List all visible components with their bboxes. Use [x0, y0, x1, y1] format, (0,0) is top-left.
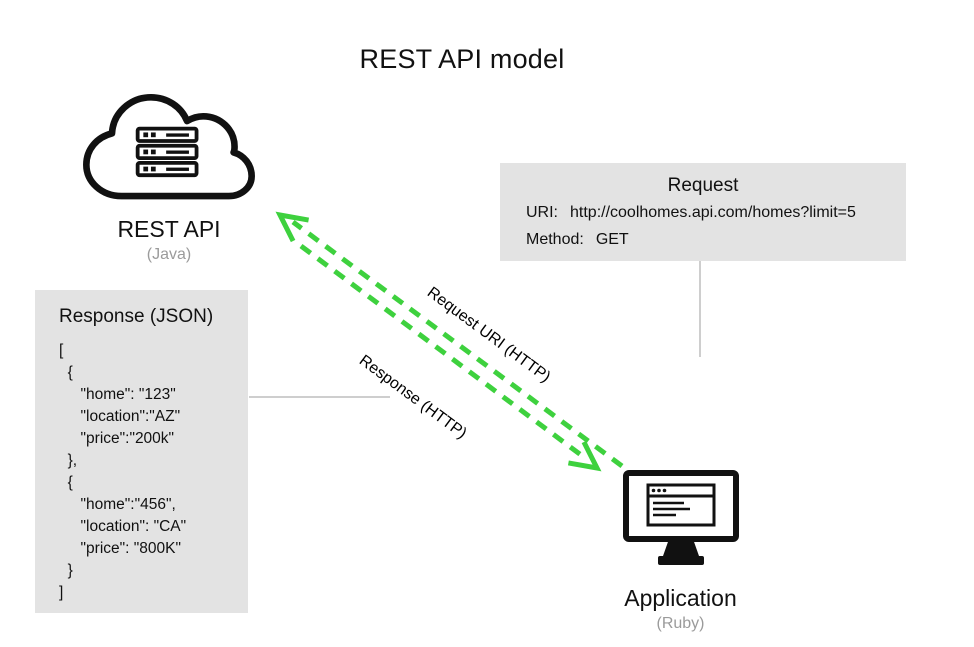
- method-value: GET: [595, 231, 629, 248]
- response-json-body: [ { "home": "123" "location":"AZ" "price…: [59, 342, 187, 601]
- rest-api-runtime-label: (Java): [146, 246, 192, 263]
- request-method-row: Method: GET: [526, 229, 906, 251]
- request-uri-row: URI: http://coolhomes.api.com/homes?limit…: [526, 202, 906, 224]
- cloud-server-icon: [83, 93, 255, 200]
- browser-window-icon: [646, 483, 715, 527]
- request-arrow-label: Request URI (HTTP): [423, 284, 554, 386]
- response-arrow-label: Response (HTTP): [355, 352, 470, 443]
- response-box-title: Response (JSON): [59, 306, 214, 327]
- uri-label: URI:: [526, 204, 558, 221]
- request-box-title: Request: [667, 175, 739, 196]
- rest-api-node: REST API (Java): [74, 84, 264, 264]
- response-box: Response (JSON) [ { "home": "123" "locat…: [35, 290, 248, 613]
- application-node: Application (Ruby): [608, 468, 753, 633]
- method-label: Method:: [526, 231, 584, 248]
- request-box: Request URI: http://coolhomes.api.com/hom…: [500, 163, 906, 261]
- monitor-icon: [622, 470, 739, 565]
- response-arrowhead-icon: [567, 440, 602, 472]
- application-runtime-label: (Ruby): [656, 615, 705, 632]
- uri-value: http://coolhomes.api.com/homes?limit=5: [570, 204, 856, 221]
- rest-api-label: REST API: [117, 216, 221, 242]
- request-arrowhead-icon: [275, 211, 310, 243]
- application-label: Application: [624, 585, 737, 611]
- server-rack-icon: [135, 126, 199, 178]
- page-title: REST API model: [359, 44, 565, 74]
